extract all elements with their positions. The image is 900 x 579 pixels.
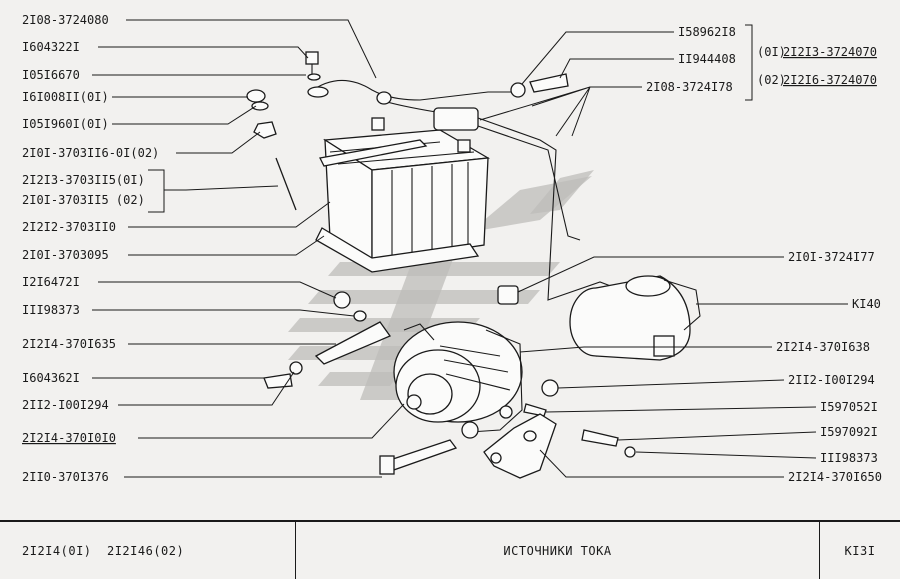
page-code: KI3I [844,543,876,558]
label-2108-3724080: 2I08-3724080 [22,13,109,27]
label-1051960: I05I960I(0I) [22,117,109,131]
label-2121-3701638: 2I2I4-370I638 [776,340,870,354]
label-2108-3724178: 2I08-3724I78 [646,80,733,94]
label-2121-3724070: 2I2I3-3724070 [783,45,877,59]
label-variant-01-prefix: (0I) [757,45,786,59]
label-111983-right: III98373 [820,451,878,465]
label-1604322: I604322I [22,40,80,54]
model-codes: 2I2I4(0I) 2I2I46(02) [0,522,296,579]
label-1597092: I597092I [820,425,878,439]
label-2101-3703095: 2I0I-3703095 [22,248,109,262]
label-1610081: I6I008II(0I) [22,90,109,104]
parts-diagram: 2I08-3724080 I604322I I05I6670 I6I008II(… [22,13,882,484]
label-2112-1001294-right: 2II2-I00I294 [788,373,875,387]
label-1604362: I604362I [22,371,80,385]
label-2121-3703115: 2I2I3-3703II5(0I) [22,173,145,187]
label-1194440: II944408 [678,52,736,66]
starter [569,275,701,361]
label-111983-left: III98373 [22,303,80,317]
title-block: 2I2I4(0I) 2I2I46(02) ИСТОЧНИКИ ТОКА KI3I [0,520,900,579]
label-2121-3701010: 2I2I4-370I0I0 [22,431,116,445]
label-2101-3724177: 2I0I-3724I77 [788,250,875,264]
label-2121-3703110: 2I2I2-3703II0 [22,220,116,234]
label-2101-3703116: 2I0I-3703II6-0I(02) [22,146,159,160]
label-2121-6-3724070: 2I2I6-3724070 [783,73,877,87]
bracket [483,413,557,479]
label-1216472: I2I6472I [22,275,80,289]
generator [393,321,523,439]
label-2121-3701635: 2I2I4-370I635 [22,337,116,351]
label-1051667: I05I6670 [22,68,80,82]
small-hardware [246,51,636,475]
label-2121-3701650: 2I2I4-370I650 [788,470,882,484]
left-callouts: 2I08-3724080 I604322I I05I6670 I6I008II(… [22,13,405,484]
label-2112-1001294-left: 2II2-I00I294 [22,398,109,412]
label-ki40: KI40 [852,297,881,311]
label-1589621: I58962I8 [678,25,736,39]
label-1597052: I597052I [820,400,878,414]
battery [315,117,491,273]
right-callouts: I58962I8 II944408 2I08-3724I78 (0I) 2I2I… [479,24,882,484]
label-2110-3701376: 2II0-370I376 [22,470,109,484]
sheet-title: ИСТОЧНИКИ ТОКА [296,522,820,579]
battery-cables [307,79,617,301]
label-2101-3703115: 2I0I-3703II5 (02) [22,193,145,207]
label-variant-02-prefix: (02) [757,73,786,87]
